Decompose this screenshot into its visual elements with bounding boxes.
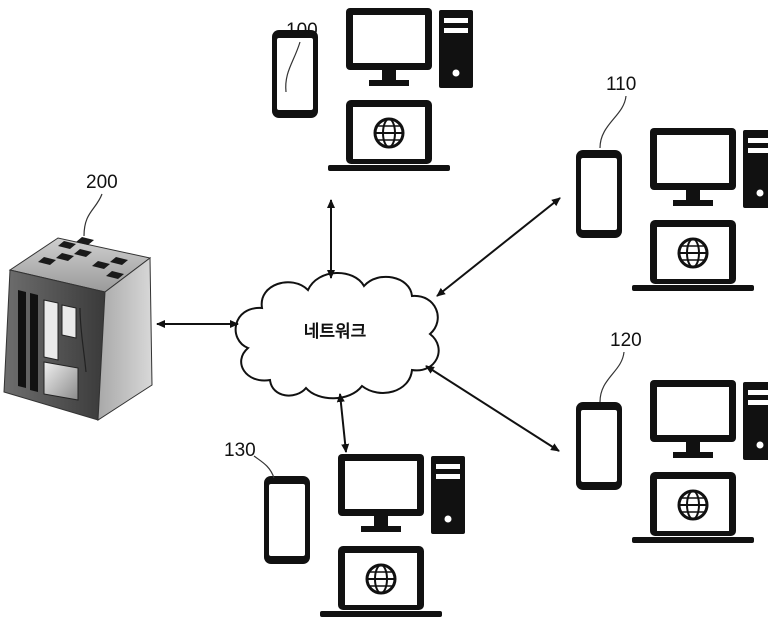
terminal-130-leader-line [253, 455, 275, 479]
server-200-ref-label: 200 [86, 172, 118, 193]
terminal-120-ref-label: 120 [610, 330, 642, 351]
connection-network-120 [425, 365, 560, 452]
terminal-130-ref-label: 130 [224, 440, 256, 461]
connection-network-130 [336, 393, 350, 453]
network-cloud [234, 272, 440, 400]
server-200 [3, 237, 153, 421]
terminal-110-ref-label: 110 [606, 74, 636, 95]
terminal-100-leader-line [285, 41, 301, 93]
terminal-group-120 [574, 378, 768, 545]
connection-network-110 [436, 197, 561, 297]
terminal-group-110 [574, 126, 768, 293]
terminal-group-130 [262, 452, 467, 619]
terminal-110-leader-line [599, 95, 627, 149]
terminal-100-ref-label: 100 [286, 20, 318, 41]
terminal-120-leader-line [599, 351, 625, 403]
server-200-leader-line [83, 193, 103, 237]
network-label: 네트워크 [304, 322, 367, 342]
